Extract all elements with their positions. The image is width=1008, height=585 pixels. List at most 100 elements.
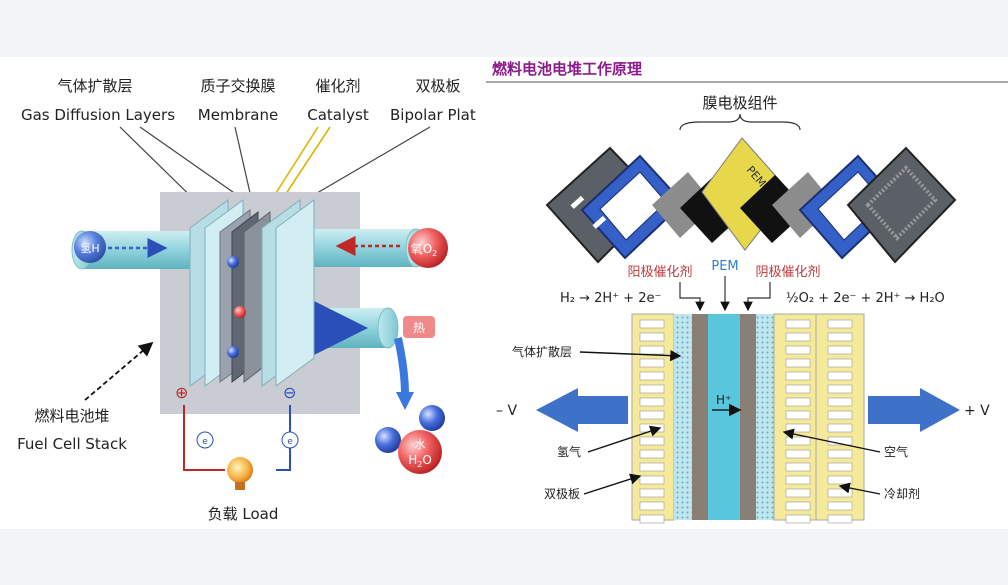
flow-channel-slot [785,371,811,381]
hydrogen-gas-pointer [587,425,662,453]
gdl-pointer [579,350,682,362]
flow-channel-slot [639,358,665,368]
flow-channel-slot [827,501,853,511]
load-label: 负载 Load [208,505,279,523]
load-bulb-base-icon [235,482,245,490]
flow-channel-slot [785,345,811,355]
flow-channel-slot [827,332,853,342]
flow-channel-slot [785,449,811,459]
flow-channel-slot [785,332,811,342]
circuit-wire-negative [276,405,291,471]
coolant-label: 冷却剂 [884,486,920,501]
gdl-label-en: Gas Diffusion Layers [21,106,175,124]
right-diagram: 燃料电池电堆工作原理 膜电极组件 PEM 阳极催化剂 PEM 阴极催化剂 H₂ … [486,60,1008,524]
electron-label-right: e [287,437,293,447]
flow-channel-slot [827,319,853,329]
flow-channel-slot [639,475,665,485]
flow-channel-slot [639,462,665,472]
air-pointer [782,428,881,453]
gas-diffusion-layer-cathode [756,314,774,520]
negative-terminal-icon: ⊖ [283,383,296,402]
flow-channel-slot [785,488,811,498]
positive-voltage-label: + V [964,403,990,419]
oxygen-pipe [300,229,418,267]
membrane-label-en: Membrane [198,106,278,124]
proton-label: H⁺ [716,393,731,407]
end-plate-right-channels [865,165,938,241]
flow-channel-slot [827,462,853,472]
bipolar-plate-pointer [583,473,642,495]
flow-channel-slot [827,384,853,394]
gdl-label: 气体扩散层 [512,344,572,359]
electron-icon-right [281,431,299,449]
flow-channel-slot [785,514,811,524]
load-bulb-icon [227,457,253,483]
flow-channel-slot [827,514,853,524]
outlet-pipe-end [377,307,399,349]
heat-icon [403,316,435,338]
anode-catalyst-pointer [679,282,705,312]
proton-icon [227,256,239,268]
coolant-pointer [838,482,881,495]
flow-channel-slot [827,475,853,485]
pem-label: PEM [711,259,738,274]
air-label: 空气 [884,444,908,459]
flow-channel-slot [639,384,665,394]
flow-channel-slot [639,397,665,407]
bipolar-label-en: Bipolar Plat [390,106,476,124]
water-h-atom-icon [419,405,445,431]
flow-channel-slot [785,410,811,420]
electron-icon-left [196,431,214,449]
flow-channel-slot [639,332,665,342]
bipolar-plate-right-face [275,199,315,387]
flow-channel-slot [639,501,665,511]
flow-channel-slot [827,410,853,420]
gdl-right-diamond [772,172,835,238]
heat-label: 热 [413,321,425,335]
anode-equation: H₂ → 2H⁺ + 2e⁻ [560,291,661,306]
water-label-cn: 水 [415,438,426,451]
gdl-label-cn: 气体扩散层 [57,77,132,95]
flow-channel-slot [785,475,811,485]
flow-channel-slot [639,371,665,381]
right-title: 燃料电池电堆工作原理 [492,60,642,78]
stack-label-en: Fuel Cell Stack [17,435,127,453]
hydrogen-molecule-icon [74,231,106,263]
flow-channel-slot [827,371,853,381]
flow-channel-slot [785,462,811,472]
electron-label-left: e [202,437,208,447]
stack-label-cn: 燃料电池堆 [34,407,109,425]
oxygen-molecule-icon [408,228,448,268]
proton-icon-2 [227,346,239,358]
flow-channel-slot [785,358,811,368]
anode-catalyst-label: 阳极催化剂 [627,265,692,280]
oxygen-label: 氧O2 [411,242,438,258]
flow-channel-slot [639,488,665,498]
pem-layer [708,314,740,520]
end-plate-left-slot-2 [592,215,607,229]
flow-channel-slot [785,423,811,433]
flow-channel-slot [785,384,811,394]
membrane-label-cn: 质子交换膜 [200,77,275,95]
gas-diffusion-layer-anode [674,314,692,520]
water-flow-arrowhead [396,392,414,410]
positive-current-arrow [868,388,960,432]
flow-channel-slot [639,436,665,446]
flow-channel-slot [639,514,665,524]
circuit-wire-positive [183,405,225,471]
flow-channel-slot [785,501,811,511]
negative-voltage-label: – V [496,403,517,419]
flow-channel-slot [827,423,853,433]
flow-channel-slot [639,319,665,329]
flow-channel-slot [785,397,811,407]
cathode-catalyst-label: 阴极催化剂 [755,265,820,280]
water-molecule-icon [398,430,442,474]
mea-label: 膜电极组件 [702,94,777,112]
flow-channel-slot [639,449,665,459]
flow-channel-slot [827,345,853,355]
negative-current-arrow [536,388,628,432]
left-diagram: 气体扩散层 Gas Diffusion Layers 质子交换膜 Membran… [17,77,476,523]
hydrogen-gas-label: 氢气 [557,444,581,459]
water-label-en: H2O [408,453,432,469]
